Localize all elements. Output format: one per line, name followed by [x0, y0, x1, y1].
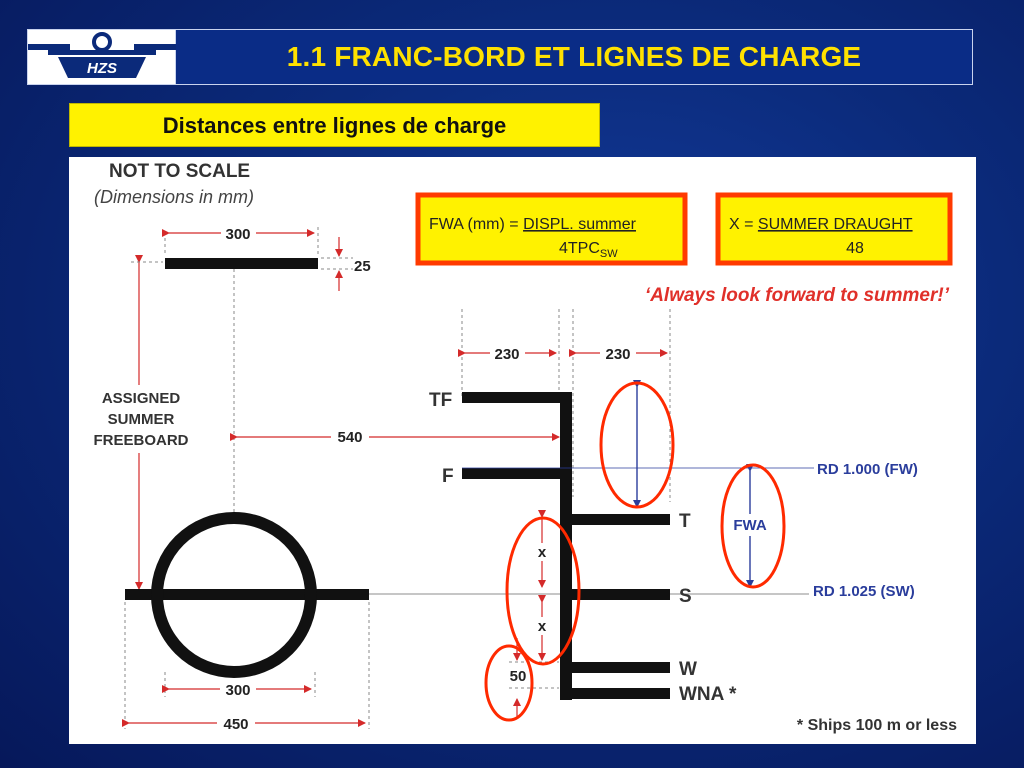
f-line: [462, 468, 560, 479]
plimsoll-ring: [151, 512, 317, 678]
deck-line: [165, 258, 318, 269]
svg-text:X = SUMMER DRAUGHT: X = SUMMER DRAUGHT: [729, 216, 913, 233]
w-label: W: [679, 659, 697, 680]
x-formula-denominator: 48: [846, 240, 864, 257]
hzs-logo: HZS: [28, 30, 176, 84]
rd-sw-label: RD 1.025 (SW): [813, 583, 915, 600]
section-subtitle: Distances entre lignes de charge: [162, 113, 507, 138]
footnote: * Ships 100 m or less: [797, 717, 957, 734]
wna-label: WNA *: [679, 684, 737, 705]
x-formula-lhs: X =: [729, 216, 758, 233]
dim-230-left: 230: [494, 346, 519, 363]
motto: ‘Always look forward to summer!’: [645, 285, 950, 306]
dim-450: 450: [223, 716, 248, 733]
s-label: S: [679, 586, 692, 607]
tf-label: TF: [429, 390, 452, 411]
highlight-oval-tf-t: [599, 381, 675, 509]
dim-25: 25: [354, 258, 371, 275]
assigned-label-1: ASSIGNED: [102, 390, 181, 407]
footer-divider: [400, 736, 660, 743]
load-line-diagram: NOT TO SCALE (Dimensions in mm) 300 25 A…: [69, 157, 976, 744]
fwa-formula-denominator: 4TPC: [559, 240, 600, 257]
rd-fw-label: RD 1.000 (FW): [817, 461, 918, 478]
fwa-formula-lhs: FWA (mm) =: [429, 216, 523, 233]
highlight-oval-50: [484, 644, 534, 722]
not-to-scale-label: NOT TO SCALE: [109, 161, 250, 182]
wna-line: [560, 688, 670, 699]
highlight-oval-x: [505, 516, 581, 666]
slide-header: HZS 1.1 FRANC-BORD ET LIGNES DE CHARGE: [27, 29, 973, 85]
x-formula-box: [715, 192, 953, 266]
ship-logo-icon: HZS: [28, 32, 176, 78]
logo-text: HZS: [87, 60, 117, 77]
x-formula-numerator: SUMMER DRAUGHT: [758, 216, 913, 233]
t-label: T: [679, 511, 691, 532]
t-line: [572, 514, 670, 525]
dim-300-top: 300: [225, 226, 250, 243]
fwa-formula-subscript: SW: [600, 248, 618, 260]
dim-50: 50: [510, 668, 527, 685]
assigned-label-3: FREEBOARD: [93, 432, 188, 449]
svg-text:4TPCSW: 4TPCSW: [559, 240, 618, 260]
page-title: 1.1 FRANC-BORD ET LIGNES DE CHARGE: [286, 41, 862, 72]
summer-line-bar: [125, 589, 369, 600]
highlight-oval-fwa: [720, 463, 786, 589]
x-mark-lower: x: [538, 618, 547, 635]
f-label: F: [442, 466, 454, 487]
w-line: [572, 662, 670, 673]
dim-300-bottom: 300: [225, 682, 250, 699]
fwa-formula-numerator: DISPL. summer: [523, 216, 637, 233]
tf-line: [462, 392, 560, 403]
dim-230-right: 230: [605, 346, 630, 363]
load-line-vertical-bar: [560, 392, 572, 700]
dimensions-note: (Dimensions in mm): [94, 187, 254, 207]
dim-540: 540: [337, 429, 362, 446]
fwa-formula-box: [415, 192, 688, 266]
x-mark-upper: x: [538, 544, 547, 561]
subtitle-banner: Distances entre lignes de charge: [69, 103, 600, 147]
s-line: [572, 589, 670, 600]
fwa-mark: FWA: [733, 517, 766, 534]
svg-text:FWA (mm) = DISPL. summer: FWA (mm) = DISPL. summer: [429, 216, 637, 233]
assigned-label-2: SUMMER: [108, 411, 175, 428]
